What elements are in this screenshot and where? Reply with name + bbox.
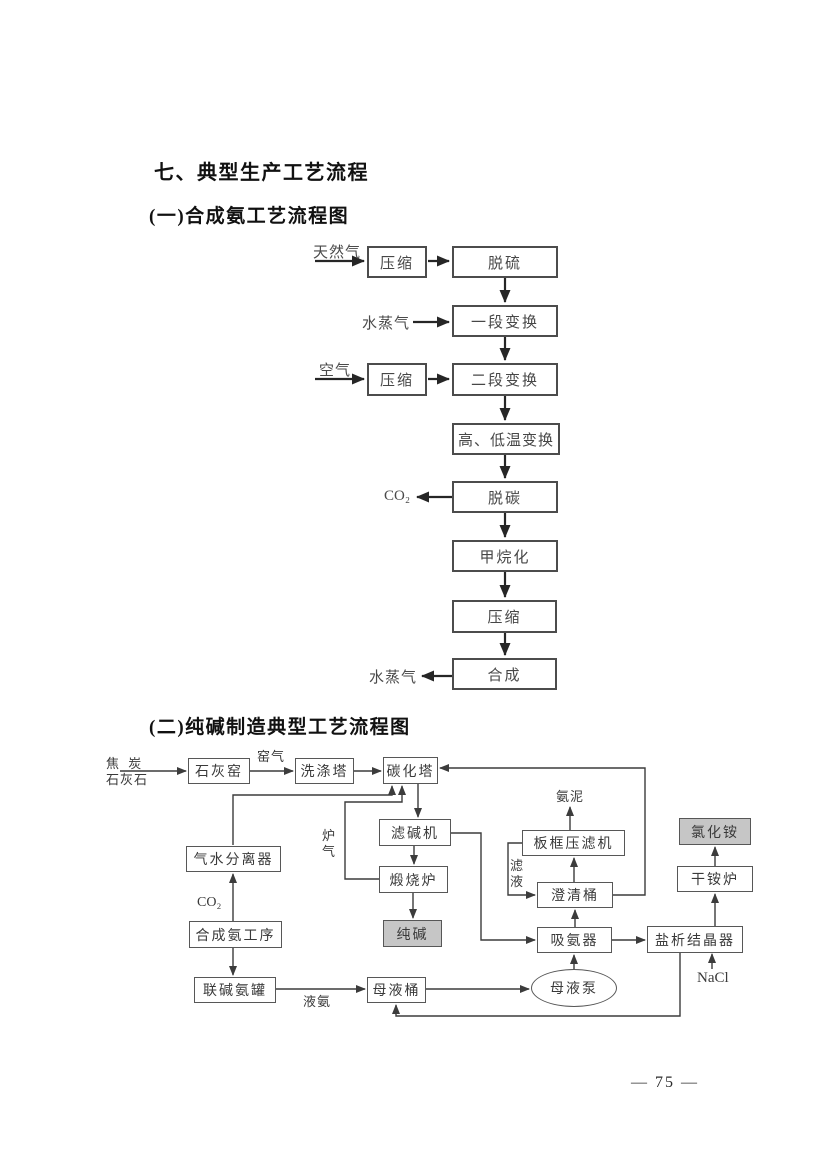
node-carbonation-tower: 碳化塔 xyxy=(383,757,438,784)
label-natural-gas: 天然气 xyxy=(313,245,362,261)
label-nacl: NaCl xyxy=(697,970,729,986)
node-shift-stage2: 二段变换 xyxy=(452,363,558,396)
label-air: 空气 xyxy=(319,363,352,379)
node-salting-out-crystallizer: 盐析结晶器 xyxy=(647,926,743,953)
label-liquid-ammonia: 液氨 xyxy=(303,994,332,1009)
subsection-1-title: (一)合成氨工艺流程图 xyxy=(149,206,350,227)
node-mother-liquor-pump: 母液泵 xyxy=(531,969,617,1007)
node-lime-kiln: 石灰窑 xyxy=(188,758,250,784)
label-steam-out: 水蒸气 xyxy=(369,670,418,686)
node-plate-frame-filter-press: 板框压滤机 xyxy=(522,830,625,856)
arrow-alkalifilter-to-absorber xyxy=(451,832,536,944)
label-co2-out: CO₂ xyxy=(384,488,411,504)
node-high-low-temp-shift: 高、低温变换 xyxy=(452,423,560,455)
node-alkali-filter: 滤碱机 xyxy=(379,819,451,846)
subsection-2-title: (二)纯碱制造典型工艺流程图 xyxy=(149,717,411,738)
node-ammonia-synthesis-section: 合成氨工序 xyxy=(189,921,282,948)
arrow-crystallizer-to-mothertank xyxy=(392,952,681,1017)
node-ammonia-absorber: 吸氨器 xyxy=(537,927,612,953)
node-mother-liquor-tank: 母液桶 xyxy=(367,977,426,1003)
label-coke: 焦 炭 xyxy=(106,756,145,771)
node-ammonium-drying-furnace: 干铵炉 xyxy=(677,866,753,892)
label-co2: CO₂ xyxy=(197,895,222,910)
section-title: 七、典型生产工艺流程 xyxy=(154,162,369,184)
label-limestone: 石灰石 xyxy=(106,772,149,787)
arrow-furnacegas-to-carbonation xyxy=(344,785,406,880)
label-furnace-gas: 炉气 xyxy=(322,828,336,859)
node-combined-alkali-ammonia-tank: 联碱氨罐 xyxy=(194,977,276,1003)
arrow-filtrate-to-clarifier xyxy=(507,842,536,899)
arrow-clarifier-to-carbonation xyxy=(439,764,646,896)
label-kiln-gas: 窑气 xyxy=(257,749,286,764)
soda-ash-diagram-connectors xyxy=(120,764,719,1017)
node-compress-2: 压缩 xyxy=(367,363,427,396)
node-shift-stage1: 一段变换 xyxy=(452,305,558,337)
node-soda-ash: 纯碱 xyxy=(383,920,442,947)
node-calciner: 煅烧炉 xyxy=(379,866,448,893)
node-decarbonization: 脱碳 xyxy=(452,481,558,513)
page-number: — 75 — xyxy=(631,1074,699,1091)
node-gas-water-separator: 气水分离器 xyxy=(186,846,281,872)
node-clarifier: 澄清桶 xyxy=(537,882,613,908)
node-compress-3: 压缩 xyxy=(452,600,557,633)
ammonia-diagram-connectors xyxy=(315,255,511,682)
label-filtrate: 滤液 xyxy=(510,858,524,889)
node-washing-tower: 洗涤塔 xyxy=(295,758,354,784)
node-ammonium-chloride: 氯化铵 xyxy=(679,818,751,845)
node-methanation: 甲烷化 xyxy=(452,540,558,572)
label-steam-in: 水蒸气 xyxy=(362,316,411,332)
node-desulfurization: 脱硫 xyxy=(452,246,558,278)
label-ammonia-mud: 氨泥 xyxy=(556,789,585,804)
arrow-separator-to-carbonation xyxy=(232,785,396,845)
node-synthesis: 合成 xyxy=(452,658,557,690)
node-compress-1: 压缩 xyxy=(367,246,427,278)
